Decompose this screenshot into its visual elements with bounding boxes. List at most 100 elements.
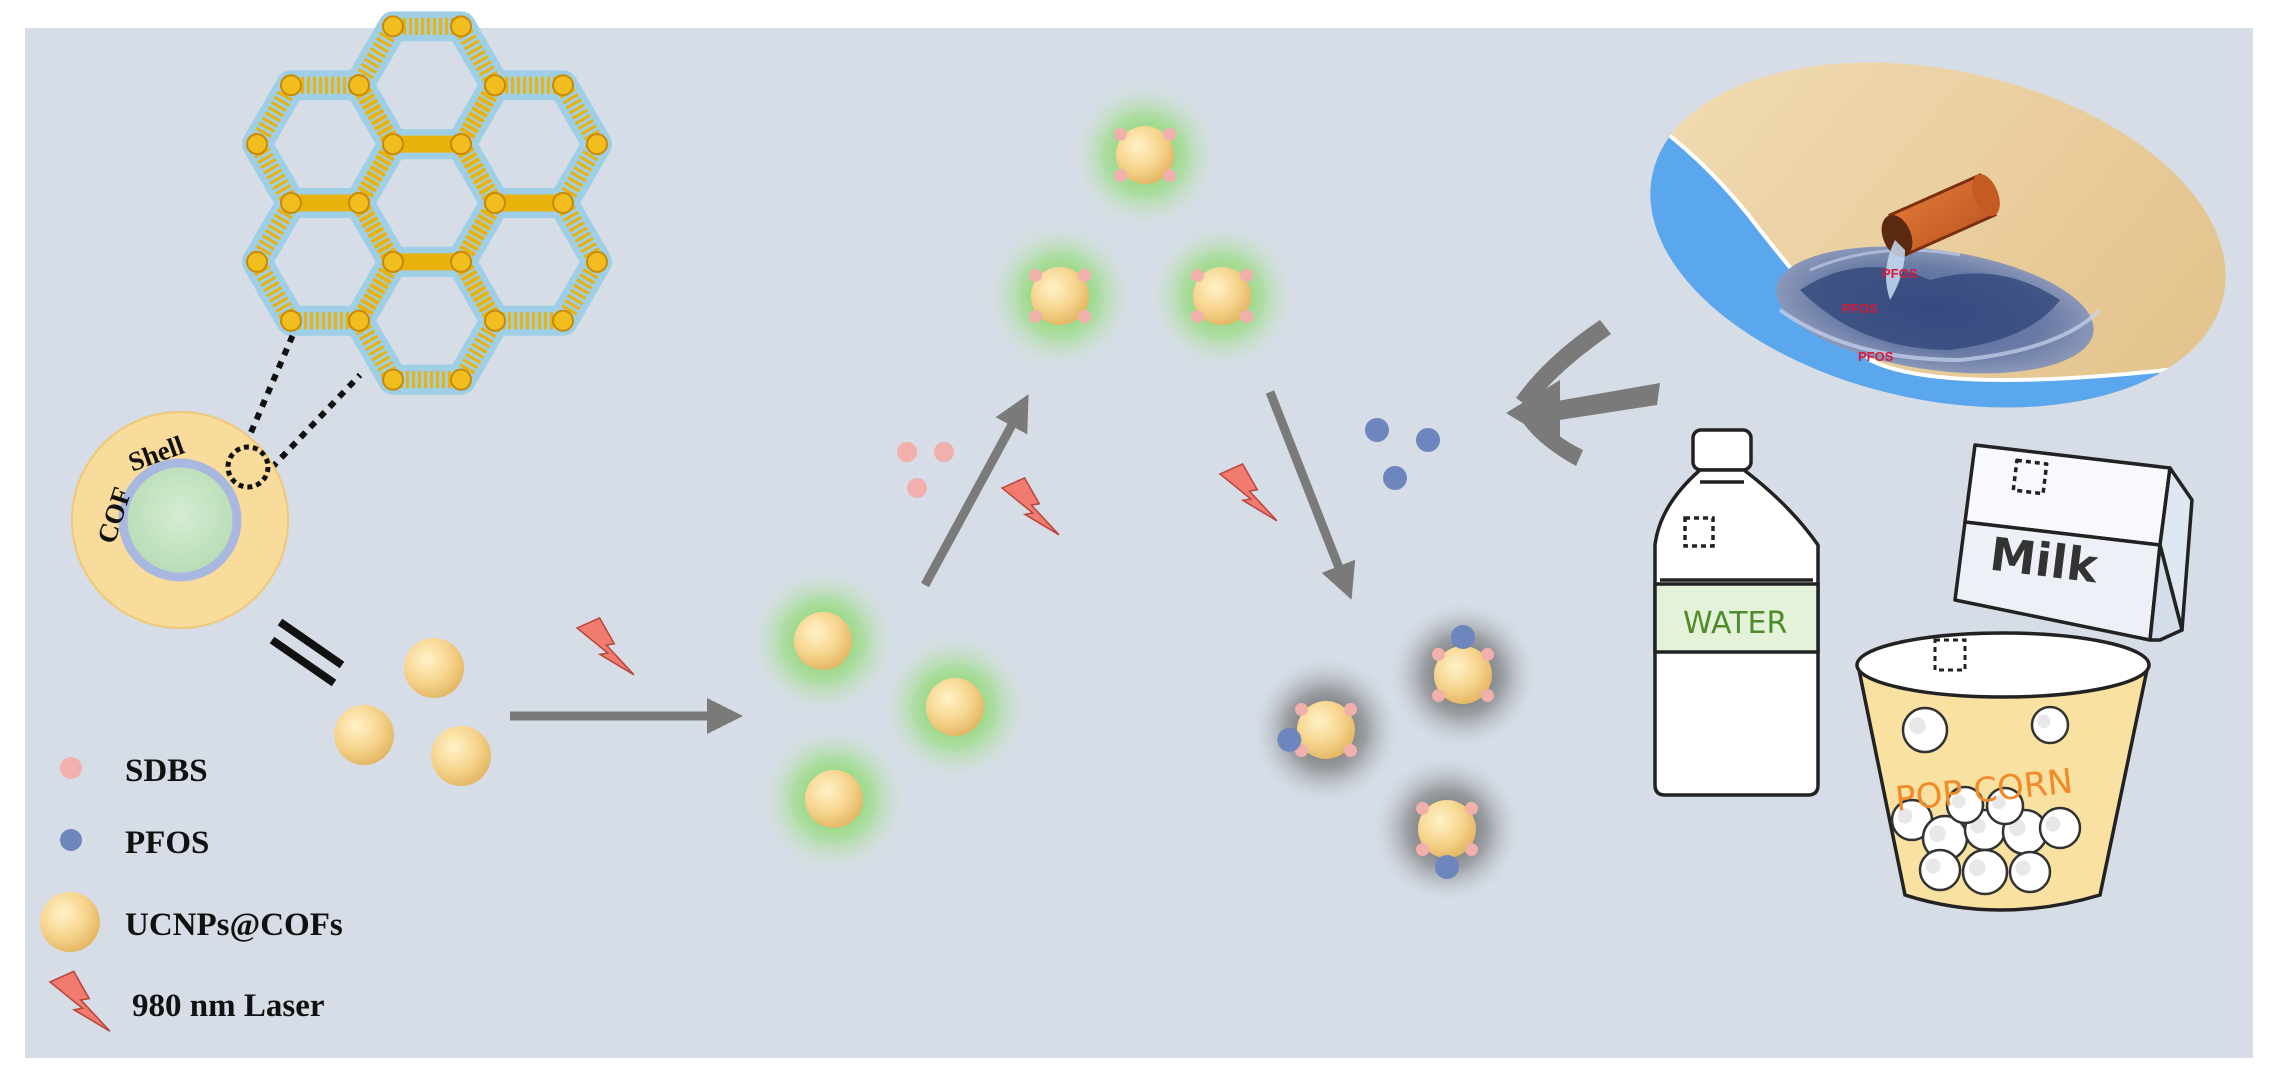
laser-bolt-icon [575, 616, 635, 676]
sdbs-molecule [1078, 310, 1092, 324]
popcorn-kernel-shade [1951, 794, 1966, 809]
pfos-molecule [1383, 466, 1407, 490]
popcorn-kernel-shade [2036, 714, 2051, 729]
popcorn-kernel-shade [2015, 860, 2031, 876]
ucnp-particle [1031, 267, 1089, 325]
cof-framework [242, 11, 612, 395]
ucnp-particle [431, 726, 491, 786]
popcorn-kernel-shade [1908, 717, 1926, 734]
popcorn-kernel [2030, 705, 2070, 745]
cof-node [484, 192, 506, 214]
sdbs-molecule [1163, 127, 1177, 141]
pollution-scene: PFOS PFOS PFOS [1618, 62, 2251, 430]
popcorn-kernel-shade [1925, 858, 1941, 874]
sdbs-molecule [1240, 268, 1254, 282]
cof-node [484, 74, 506, 97]
sdbs-molecule [934, 442, 954, 462]
arrow-step3 [1265, 390, 1356, 600]
cof-node [450, 15, 472, 38]
popcorn-kernel-shade [1970, 818, 1986, 834]
core-shell-particle: Shell COF [71, 411, 289, 629]
popcorn-kernel-shade [1897, 808, 1913, 824]
legend-pfos-label: PFOS [125, 825, 209, 861]
cof-node [382, 133, 404, 156]
cof-node [552, 309, 574, 332]
water-bottle [1653, 428, 1820, 797]
popcorn-kernel [2008, 850, 2052, 894]
cof-node [382, 250, 404, 273]
zoom-circle [225, 444, 271, 490]
ucnp-particle [926, 678, 984, 736]
sdbs-molecule [1113, 127, 1127, 141]
sdbs-molecule [1415, 801, 1429, 815]
sdbs-molecule [1344, 744, 1358, 758]
cof-node [586, 250, 608, 273]
popcorn-kernel-shade [1928, 825, 1946, 842]
ucnp-particle [1434, 646, 1492, 704]
cof-node [348, 192, 370, 214]
ucnp-particle [334, 705, 394, 765]
sdbs-molecule [1415, 843, 1429, 857]
cof-node [552, 74, 574, 97]
zoom-line-left [237, 328, 298, 460]
spill-tag: PFOS [1858, 349, 1894, 364]
milk-label: Milk [1987, 527, 2102, 594]
cof-node [450, 133, 472, 156]
sdbs-molecule [1190, 268, 1204, 282]
legend-sdbs-label: SDBS [125, 753, 208, 789]
cof-node [450, 250, 472, 273]
sdbs-molecule [1431, 647, 1445, 661]
ucnp-particle [794, 612, 852, 670]
ucnp-particle [1418, 800, 1476, 858]
cof-node [382, 15, 404, 38]
pfos-molecule [1416, 428, 1440, 452]
pfos-molecule [1277, 727, 1302, 752]
water-label: WATER [1683, 606, 1787, 641]
legend-ucnps-label: UCNPs@COFs [125, 907, 343, 943]
sdbs-molecule [1294, 702, 1308, 716]
cof-node [484, 309, 506, 332]
ucnp-particle [1193, 267, 1251, 325]
laser-bolt-icon [1000, 476, 1060, 536]
popcorn-kernel-shade [2045, 816, 2061, 832]
popcorn-bucket [1855, 631, 2151, 912]
cof-node [280, 309, 302, 332]
sdbs-molecule [1481, 689, 1495, 703]
cof-node [382, 368, 404, 391]
ucnp-particle [805, 770, 863, 828]
sdbs-molecule [897, 442, 917, 462]
popcorn-kernel [1918, 848, 1962, 892]
sdbs-molecule [1465, 843, 1479, 857]
cof-node [348, 74, 370, 97]
pfos-molecule [1451, 625, 1475, 649]
cof-node [586, 133, 608, 156]
legend: SDBS PFOS UCNPs@COFs 980 nm Laser [40, 753, 343, 1032]
sdbs-molecule [1113, 169, 1127, 183]
cof-node [280, 192, 302, 214]
cof-node [348, 309, 370, 332]
sdbs-molecule [1190, 310, 1204, 324]
bucket [1881, 172, 2000, 258]
legend-sdbs-marker [60, 757, 82, 779]
legend-laser-label: 980 nm Laser [132, 988, 325, 1024]
cof-node [552, 192, 574, 214]
legend-pfos-marker [60, 829, 82, 851]
sdbs-molecule [1028, 268, 1042, 282]
popcorn-kernel [1961, 848, 2009, 896]
cof-node [450, 368, 472, 391]
sdbs-molecule [1078, 268, 1092, 282]
milk-carton [1953, 443, 2194, 642]
sdbs-molecule [1465, 801, 1479, 815]
popcorn-kernel [2038, 806, 2082, 850]
zoom-line-right [259, 372, 363, 481]
popcorn-kernel-shade [1991, 795, 2006, 810]
equals-sign [269, 618, 345, 687]
laser-bolt-icon [48, 970, 111, 1032]
sdbs-molecule [907, 478, 927, 498]
spill-tag: PFOS [1882, 266, 1918, 281]
dashed-square-icon [1683, 516, 1715, 548]
sdbs-molecule [1344, 702, 1358, 716]
sdbs-molecule [1240, 310, 1254, 324]
